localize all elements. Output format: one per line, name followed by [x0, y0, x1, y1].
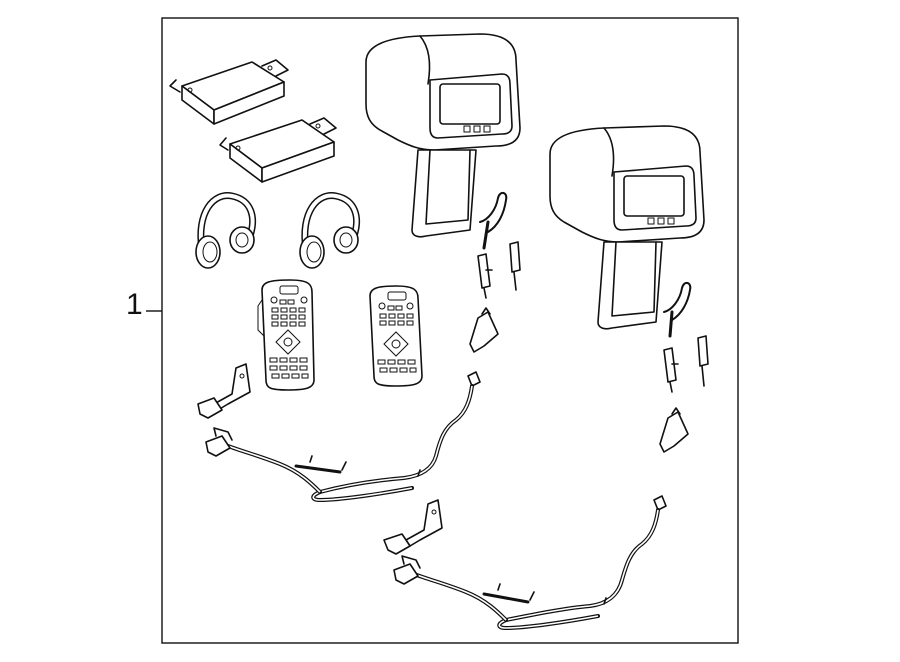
wireless-headphones-1 [195, 192, 257, 269]
callout-number: 1 [126, 288, 143, 321]
mounting-bracket-2 [383, 499, 443, 555]
mounting-bracket-1 [197, 363, 251, 419]
connector-set-1 [467, 241, 521, 387]
connector-set-2 [653, 335, 709, 511]
remote-control-1 [257, 279, 315, 391]
control-module-1 [169, 59, 289, 125]
control-module-2 [219, 117, 337, 183]
headrest-monitor-2 [549, 125, 705, 338]
wireless-headphones-2 [299, 192, 361, 269]
wiring-harness-2 [393, 508, 660, 630]
assembly-frame [161, 17, 739, 644]
remote-control-2 [369, 285, 423, 387]
wiring-harness-1 [205, 384, 474, 502]
headrest-monitor-1 [365, 33, 521, 250]
